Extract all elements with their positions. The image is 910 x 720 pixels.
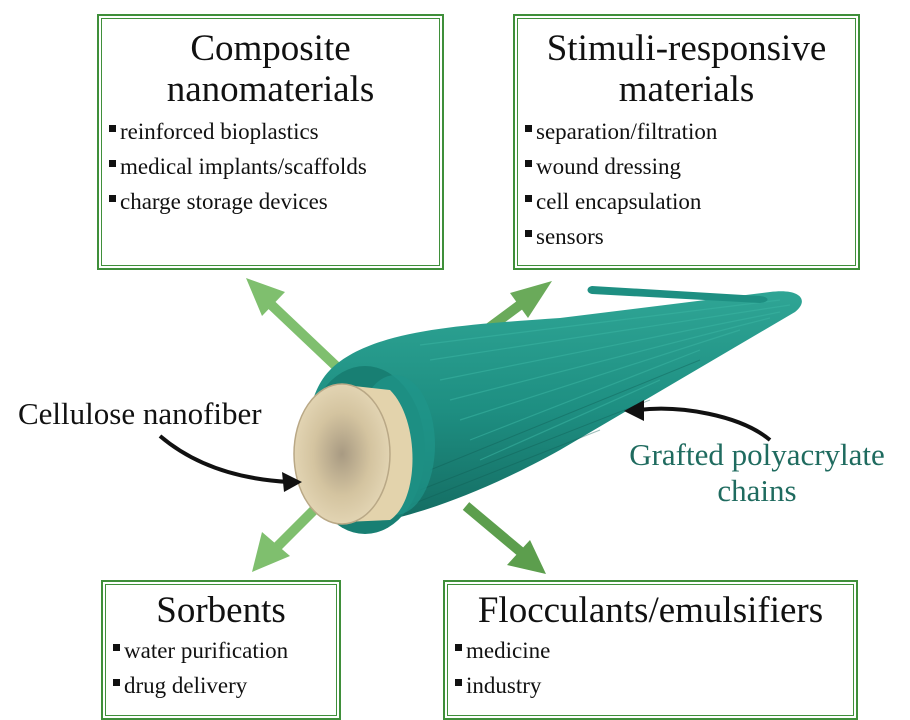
- list-item: cell encapsulation: [525, 184, 858, 219]
- list-item: medicine: [455, 633, 856, 668]
- bullet-icon: [109, 160, 116, 167]
- composite-nanomaterials-box: Composite nanomaterials reinforced biopl…: [97, 14, 444, 270]
- cellulose-nanofiber-label: Cellulose nanofiber: [18, 396, 262, 432]
- list-item: wound dressing: [525, 149, 858, 184]
- bullet-icon: [113, 679, 120, 686]
- sorbents-box: Sorbents water purification drug deliver…: [101, 580, 341, 720]
- bullet-icon: [455, 679, 462, 686]
- list-item: industry: [455, 668, 856, 703]
- composite-title: Composite nanomaterials: [99, 28, 442, 110]
- stimuli-responsive-box: Stimuli-responsive materials separation/…: [513, 14, 860, 270]
- sorbents-title: Sorbents: [103, 590, 339, 631]
- list-item: separation/filtration: [525, 114, 858, 149]
- bullet-icon: [525, 230, 532, 237]
- bullet-icon: [113, 644, 120, 651]
- arrow-to-sorbents: [252, 506, 318, 572]
- bullet-icon: [525, 195, 532, 202]
- bullet-icon: [525, 160, 532, 167]
- grafted-pointer: [624, 400, 770, 440]
- flocculants-list: medicine industry: [455, 633, 856, 703]
- flocculants-title: Flocculants/emulsifiers: [445, 590, 856, 631]
- bullet-icon: [109, 195, 116, 202]
- stimuli-title: Stimuli-responsive materials: [515, 28, 858, 110]
- cellulose-pointer: [160, 436, 302, 492]
- composite-list: reinforced bioplastics medical implants/…: [109, 114, 442, 219]
- arrow-to-composite: [246, 278, 338, 368]
- list-item: drug delivery: [113, 668, 339, 703]
- bullet-icon: [525, 125, 532, 132]
- stimuli-list: separation/filtration wound dressing cel…: [525, 114, 858, 254]
- grafted-chains-label: Grafted polyacrylate chains: [622, 437, 892, 509]
- list-item: charge storage devices: [109, 184, 442, 219]
- bullet-icon: [109, 125, 116, 132]
- list-item: medical implants/scaffolds: [109, 149, 442, 184]
- cellulose-core: [294, 384, 413, 524]
- list-item: sensors: [525, 219, 858, 254]
- flocculants-box: Flocculants/emulsifiers medicine industr…: [443, 580, 858, 720]
- arrow-to-flocculants: [466, 506, 546, 574]
- list-item: reinforced bioplastics: [109, 114, 442, 149]
- list-item: water purification: [113, 633, 339, 668]
- bullet-icon: [455, 644, 462, 651]
- sorbents-list: water purification drug delivery: [113, 633, 339, 703]
